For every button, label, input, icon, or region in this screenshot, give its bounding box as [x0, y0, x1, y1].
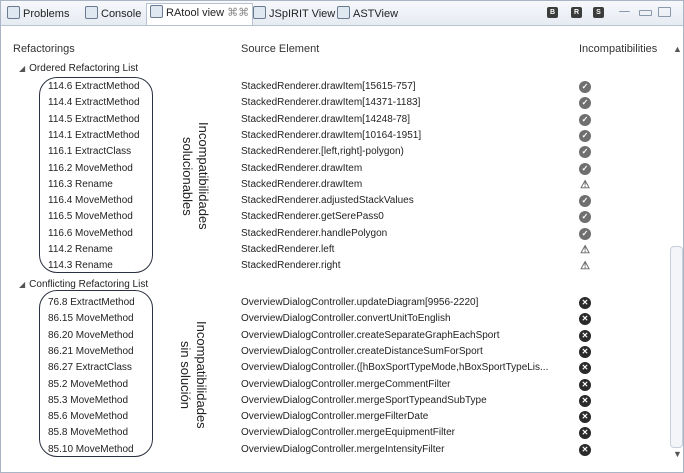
refactoring-item[interactable]: 114.3 Rename [48, 260, 113, 272]
tab-astview[interactable]: ASTView [337, 5, 398, 23]
error-icon: ✕ [579, 345, 591, 358]
problems-icon [7, 6, 20, 19]
refactoring-item[interactable]: 85.3 MoveMethod [48, 394, 129, 406]
source-element-cell: OverviewDialogController.mergeSportTypea… [241, 394, 487, 406]
error-icon: ✕ [579, 443, 591, 456]
astview-icon [337, 6, 350, 19]
refactoring-item[interactable]: 116.6 MoveMethod [48, 227, 133, 239]
tab-problems[interactable]: Problems [7, 5, 69, 23]
source-element-cell: StackedRenderer.handlePolygon [241, 227, 388, 239]
error-icon: ✕ [579, 362, 591, 375]
toolbar-button-s[interactable]: S [593, 7, 604, 18]
check-icon: ✓ [579, 162, 591, 175]
source-element-cell: StackedRenderer.right [241, 260, 341, 272]
source-element-cell: StackedRenderer.drawItem[14371-1183] [241, 97, 421, 109]
column-header-source-element[interactable]: Source Element [241, 43, 320, 55]
column-header-refactorings[interactable]: Refactorings [13, 43, 75, 55]
tab-ratool-view[interactable]: RAtool view ⌘⌘ [146, 3, 254, 25]
scroll-up-icon[interactable]: ▲ [673, 44, 682, 54]
warning-icon: ⚠ [580, 260, 590, 273]
console-icon [85, 6, 98, 19]
source-element-cell: OverviewDialogController.updateDiagram[9… [241, 297, 479, 308]
check-icon: ✓ [579, 146, 591, 159]
refactoring-item[interactable]: 86.27 ExtractClass [48, 362, 132, 374]
source-element-cell: StackedRenderer.drawItem[10164-1951] [241, 129, 422, 141]
refactoring-item[interactable]: 116.5 MoveMethod [48, 211, 133, 223]
error-icon: ✕ [579, 427, 591, 440]
toolbar-button-r[interactable]: R [571, 7, 582, 18]
source-element-cell: StackedRenderer.getSerePass0 [241, 211, 384, 223]
view-menu-icon[interactable] [619, 7, 630, 12]
group-conflicting-refactoring-list[interactable]: ◢Conflicting Refactoring List [19, 279, 149, 290]
source-element-cell: OverviewDialogController.createDistanceS… [241, 345, 483, 357]
source-element-cell: StackedRenderer.[left,right]-polygon) [241, 146, 404, 158]
group-ordered-refactoring-list[interactable]: ◢Ordered Refactoring List [19, 63, 139, 74]
refactoring-item[interactable]: 114.2 Rename [48, 244, 113, 255]
source-element-cell: StackedRenderer.left [241, 244, 335, 255]
source-element-cell: OverviewDialogController.mergeFilterDate [241, 411, 429, 423]
scroll-down-icon[interactable]: ▼ [673, 449, 682, 459]
source-element-cell: StackedRenderer.drawItem[14248-78] [241, 113, 410, 125]
refactoring-item[interactable]: 76.8 ExtractMethod [48, 297, 135, 308]
column-header-incompatibilities[interactable]: Incompatibilities [579, 43, 658, 55]
source-element-cell: StackedRenderer.adjustedStackValues [241, 195, 414, 207]
refactoring-item[interactable]: 86.21 MoveMethod [48, 345, 134, 357]
error-icon: ✕ [579, 378, 591, 391]
source-element-cell: OverviewDialogController.createSeparateG… [241, 329, 500, 341]
view-tab-bar: Problems Console RAtool view ⌘⌘ JSpIRIT … [1, 1, 683, 26]
refactoring-item[interactable]: 114.5 ExtractMethod [48, 113, 140, 125]
toolbar-button-b[interactable]: B [547, 7, 558, 18]
vertical-scrollbar[interactable] [670, 246, 683, 448]
source-element-cell: OverviewDialogController.mergeIntensityF… [241, 443, 445, 455]
source-element-cell: OverviewDialogController.convertUnitToEn… [241, 313, 451, 325]
expand-triangle-icon[interactable]: ◢ [19, 64, 26, 73]
expand-triangle-icon[interactable]: ◢ [19, 280, 26, 289]
error-icon: ✕ [579, 297, 591, 309]
source-element-cell: StackedRenderer.drawItem [241, 178, 363, 190]
refactoring-item[interactable]: 85.8 MoveMethod [48, 427, 129, 439]
refactoring-item[interactable]: 116.4 MoveMethod [48, 195, 133, 207]
source-element-cell: StackedRenderer.drawItem[15615-757] [241, 81, 416, 92]
refactoring-item[interactable]: 116.1 ExtractClass [48, 146, 132, 158]
maximize-icon[interactable] [658, 7, 671, 17]
check-icon: ✓ [579, 227, 591, 240]
source-element-cell: OverviewDialogController.mergeEquipmentF… [241, 427, 455, 439]
warning-icon: ⚠ [580, 244, 590, 256]
check-icon: ✓ [579, 97, 591, 110]
tab-console[interactable]: Console [85, 5, 141, 23]
check-icon: ✓ [579, 129, 591, 142]
check-icon: ✓ [579, 195, 591, 208]
check-icon: ✓ [579, 211, 591, 224]
refactoring-item[interactable]: 85.6 MoveMethod [48, 411, 129, 423]
source-element-cell: StackedRenderer.drawItem [241, 162, 363, 174]
warning-icon: ⚠ [580, 178, 590, 191]
refactoring-item[interactable]: 86.20 MoveMethod [48, 329, 134, 341]
ratool-icon [150, 5, 163, 18]
refactoring-item[interactable]: 116.2 MoveMethod [48, 162, 133, 174]
refactoring-item[interactable]: 85.10 MoveMethod [48, 443, 134, 455]
check-icon: ✓ [579, 113, 591, 126]
minimize-icon[interactable] [639, 10, 652, 16]
ordered-list-highlight-oval [39, 77, 153, 273]
error-icon: ✕ [579, 394, 591, 407]
source-element-cell: OverviewDialogController.([hBoxSportType… [241, 362, 549, 374]
conflicting-list-highlight-oval [39, 290, 153, 457]
source-element-cell: OverviewDialogController.mergeCommentFil… [241, 378, 451, 390]
check-icon: ✓ [579, 81, 591, 93]
refactoring-item[interactable]: 114.1 ExtractMethod [48, 129, 140, 141]
refactoring-item[interactable]: 116.3 Rename [48, 178, 113, 190]
error-icon: ✕ [579, 329, 591, 342]
refactoring-item[interactable]: 114.6 ExtractMethod [48, 81, 140, 92]
error-icon: ✕ [579, 313, 591, 326]
error-icon: ✕ [579, 411, 591, 424]
jspirit-icon [253, 6, 266, 19]
refactoring-item[interactable]: 86.15 MoveMethod [48, 313, 134, 325]
refactoring-item[interactable]: 85.2 MoveMethod [48, 378, 129, 390]
refactoring-item[interactable]: 114.4 ExtractMethod [48, 97, 140, 109]
tab-jspirit-view[interactable]: JSpIRIT View [253, 5, 335, 23]
